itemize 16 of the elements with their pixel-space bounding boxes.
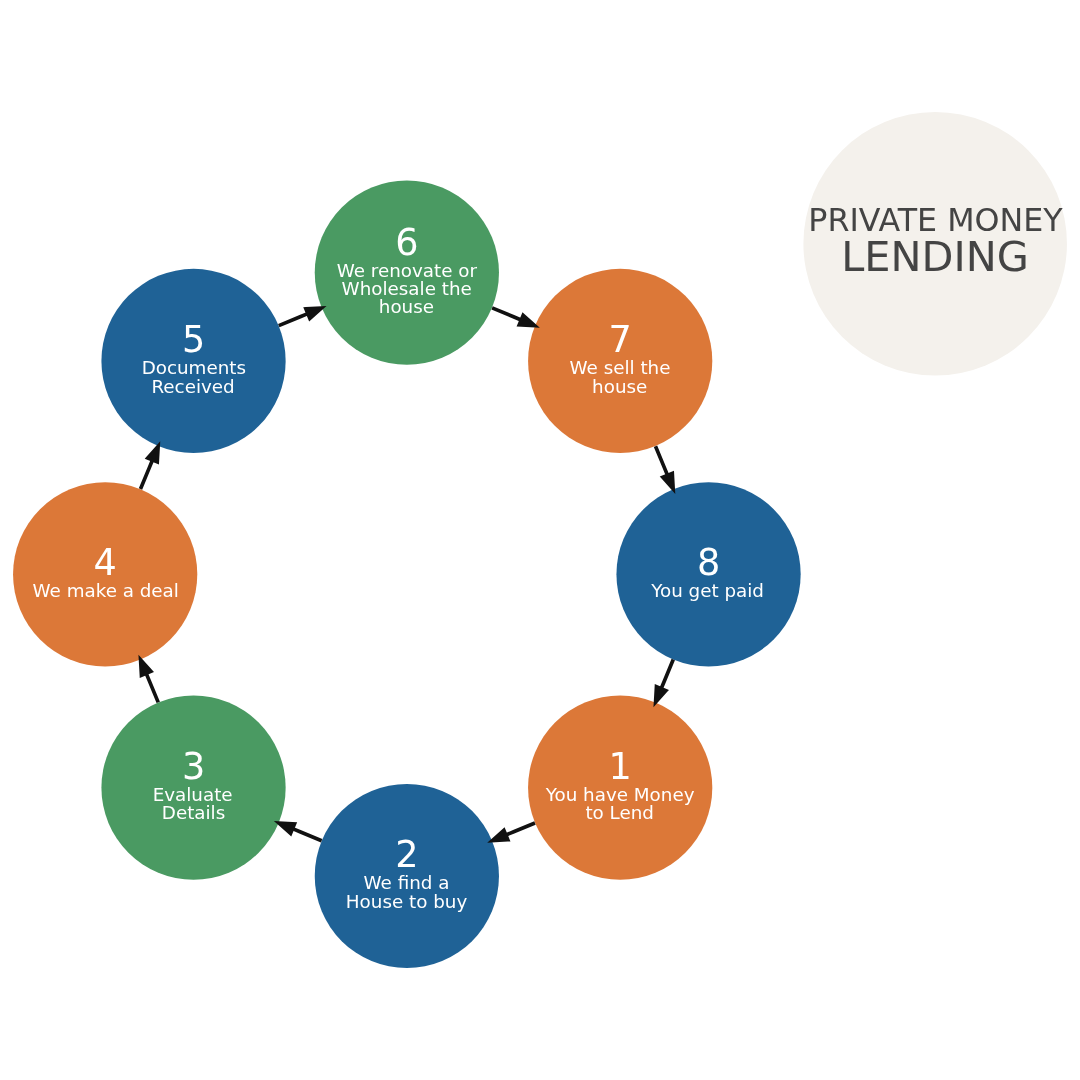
node-circle: 3 Evaluate Details (101, 695, 286, 880)
arrow (491, 306, 540, 328)
arrow (278, 305, 327, 328)
node-circle: 7 We sell the house (528, 268, 713, 454)
node-circle: 8 You get paid (616, 482, 801, 667)
arrow (487, 821, 536, 843)
node-circle: 5 Documents Received (101, 268, 286, 454)
arrow (138, 441, 161, 490)
arrow (653, 658, 675, 708)
node-circle: 2 We find a House to buy (314, 783, 499, 969)
node-circle: 6 We renovate or Wholesale the house (314, 180, 499, 365)
arrow (273, 820, 323, 843)
node-circle: 1 You have Money to Lend (528, 695, 713, 880)
node-circle: 4 We make a deal (13, 482, 198, 667)
arrow (138, 654, 160, 704)
arrow (653, 445, 676, 494)
